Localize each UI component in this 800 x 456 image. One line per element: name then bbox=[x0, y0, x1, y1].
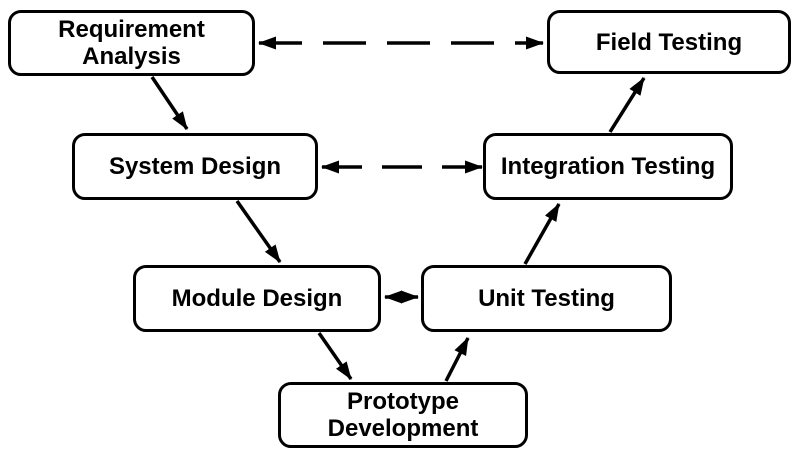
node-label: Prototype Development bbox=[327, 388, 479, 442]
edge-unit-to-integration bbox=[523, 203, 561, 265]
node-label: Unit Testing bbox=[478, 285, 615, 312]
node-integration-testing: Integration Testing bbox=[483, 133, 733, 200]
node-label: Requirement Analysis bbox=[58, 16, 205, 70]
node-label: Module Design bbox=[171, 285, 343, 312]
node-unit-testing: Unit Testing bbox=[421, 265, 672, 332]
node-label: Field Testing bbox=[595, 28, 743, 56]
edge-integration-to-field bbox=[608, 77, 646, 133]
node-field-testing: Field Testing bbox=[547, 10, 791, 74]
edge-system-to-module bbox=[235, 199, 282, 264]
node-prototype-development: Prototype Development bbox=[278, 382, 528, 448]
node-module-design: Module Design bbox=[133, 265, 381, 332]
edge-prototype-to-unit bbox=[444, 337, 470, 382]
edge-module-to-prototype bbox=[317, 332, 353, 380]
node-requirement-analysis: Requirement Analysis bbox=[8, 10, 255, 76]
node-system-design: System Design bbox=[72, 133, 318, 200]
edge-requirement-to-system bbox=[150, 76, 189, 130]
node-label: Integration Testing bbox=[500, 153, 716, 180]
node-label: System Design bbox=[108, 153, 282, 180]
